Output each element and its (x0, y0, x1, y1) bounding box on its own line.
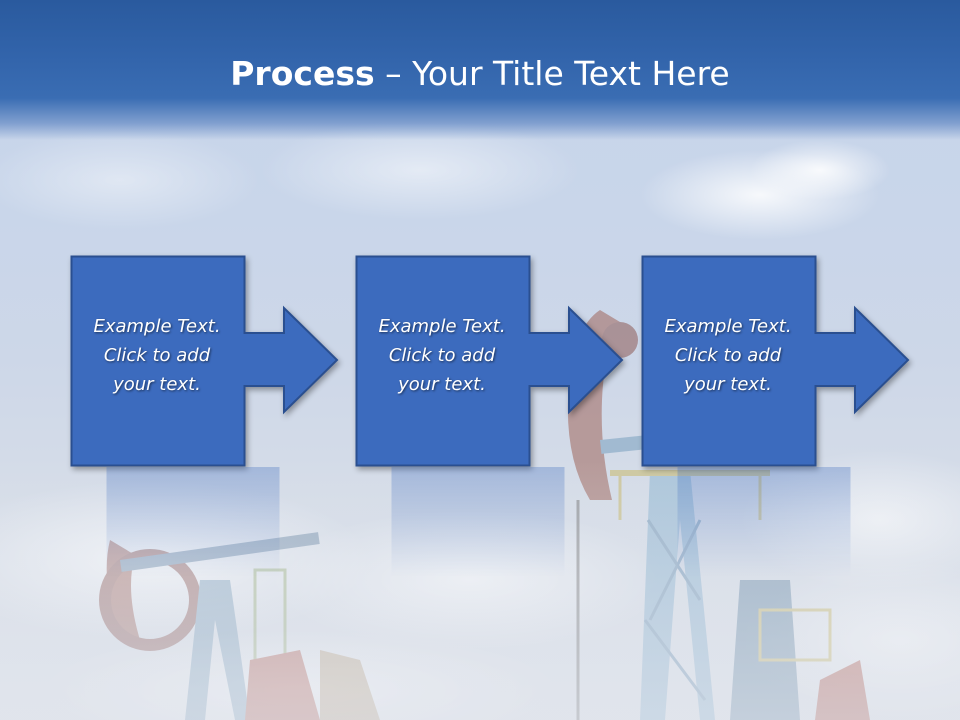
step-shape (355, 255, 624, 467)
slide-title[interactable]: Process – Your Title Text Here (0, 50, 960, 98)
step-2-reflection (391, 467, 565, 577)
step-line-2: Click to add (674, 345, 782, 366)
process-step-3[interactable]: Example Text. Click to add your text. (641, 255, 960, 467)
step-text[interactable]: Example Text. Click to add your text. (641, 312, 815, 399)
title-bar (0, 0, 960, 140)
title-rest: – Your Title Text Here (374, 54, 730, 93)
step-line-3: your text. (684, 374, 772, 395)
step-text[interactable]: Example Text. Click to add your text. (355, 312, 529, 399)
title-bold: Process (230, 54, 375, 93)
step-line-2: Click to add (103, 345, 211, 366)
step-line-3: your text. (113, 374, 201, 395)
step-shape (641, 255, 910, 467)
step-3-reflection (677, 467, 851, 577)
step-line-2: Click to add (388, 345, 496, 366)
step-1-reflection (106, 467, 280, 577)
process-step-1[interactable]: Example Text. Click to add your text. (70, 255, 410, 467)
step-line-3: your text. (398, 374, 486, 395)
process-step-2[interactable]: Example Text. Click to add your text. (355, 255, 695, 467)
step-shape (70, 255, 339, 467)
step-line-1: Example Text. (93, 316, 221, 337)
step-text[interactable]: Example Text. Click to add your text. (70, 312, 244, 399)
step-line-1: Example Text. (378, 316, 506, 337)
step-line-1: Example Text. (664, 316, 792, 337)
